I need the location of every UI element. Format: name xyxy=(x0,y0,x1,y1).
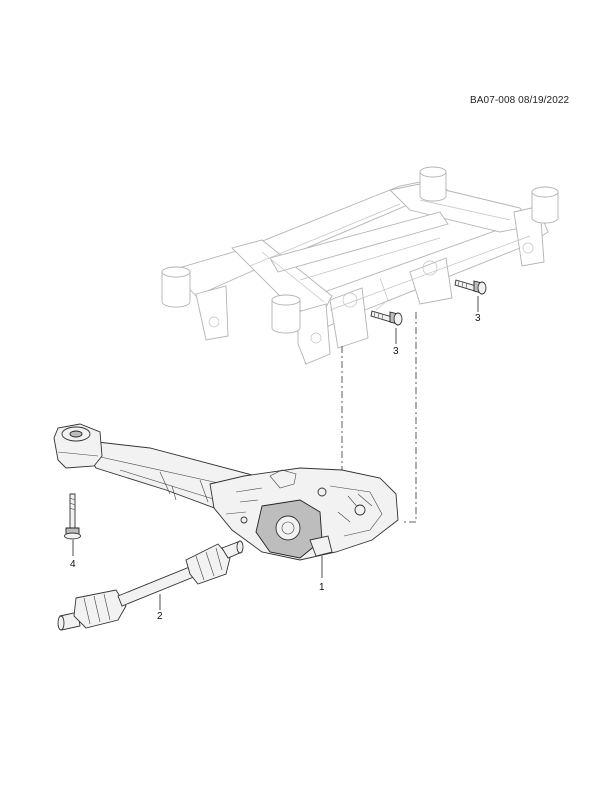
callout-3-left: 3 xyxy=(393,346,399,357)
mount-bolt xyxy=(64,493,81,540)
callout-3-right: 3 xyxy=(475,313,481,324)
subframe-bolt-right xyxy=(454,279,487,295)
callout-2: 2 xyxy=(157,611,163,622)
alignment-line-right xyxy=(404,312,417,523)
callout-1: 1 xyxy=(319,582,325,593)
callout-4: 4 xyxy=(70,559,76,570)
rear-subframe xyxy=(161,166,559,365)
reference-code: BA07-008 08/19/2022 xyxy=(470,95,570,106)
subframe-bolt-left xyxy=(370,310,403,326)
drive-shaft xyxy=(57,540,244,631)
rear-drive-module xyxy=(53,423,399,561)
